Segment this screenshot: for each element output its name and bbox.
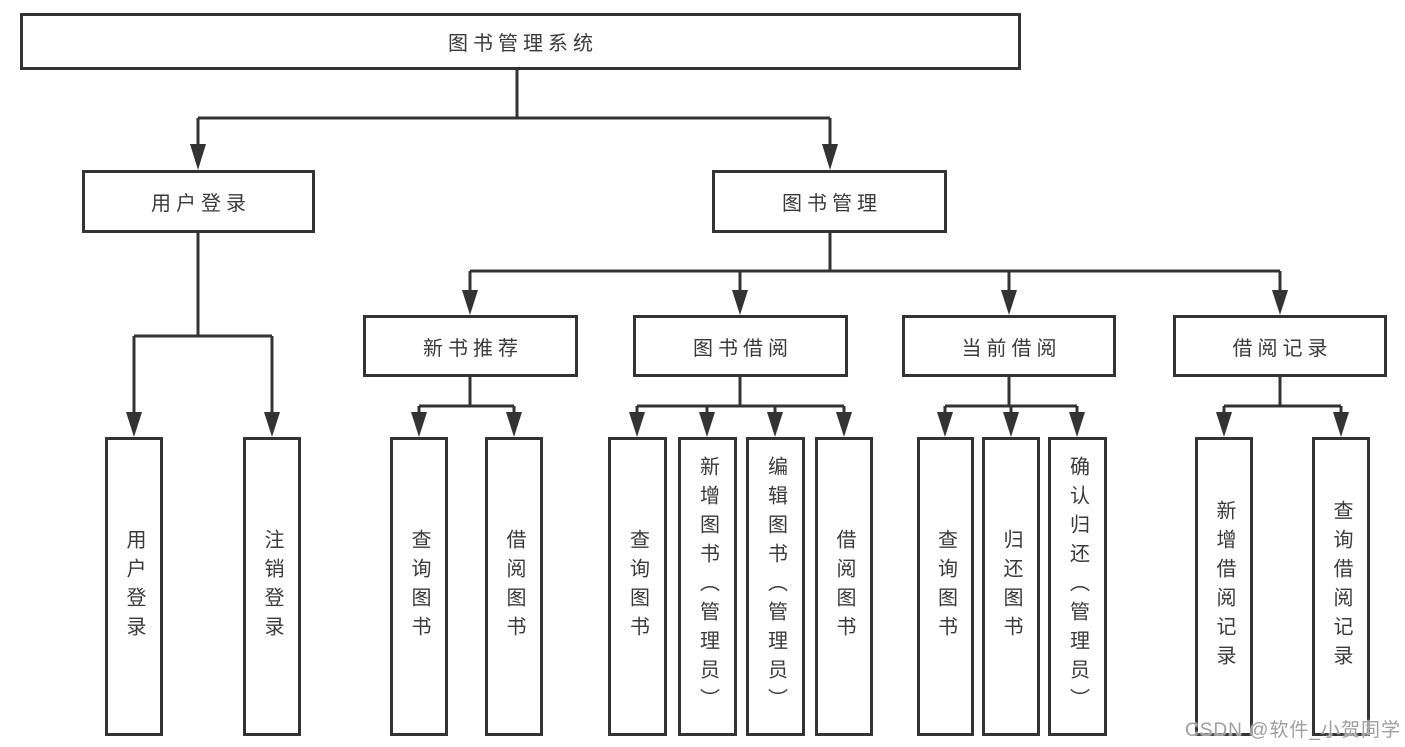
node-label: 图书管理系统 xyxy=(448,33,598,55)
leaf-query-borrow-record: 查询借阅记录 xyxy=(1312,437,1370,736)
node-borrow-records: 借阅记录 xyxy=(1173,315,1387,377)
node-label: 图书借阅 xyxy=(693,337,793,360)
node-label: 查询图书 xyxy=(934,528,957,645)
leaf-return-book: 归还图书 xyxy=(982,437,1040,736)
leaf-add-book-admin: 新增图书（管理员） xyxy=(678,437,737,736)
node-label: 查询图书 xyxy=(626,528,649,645)
node-label: 注销登录 xyxy=(261,528,283,645)
node-label: 确认归还（管理员） xyxy=(1066,456,1089,717)
node-library-management-system: 图书管理系统 xyxy=(20,13,1021,70)
node-label: 新增借阅记录 xyxy=(1213,499,1235,674)
leaf-query-books-recommend: 查询图书 xyxy=(390,437,448,736)
node-label: 用户登录 xyxy=(123,528,145,645)
node-label: 查询图书 xyxy=(408,528,430,645)
node-label: 新书推荐 xyxy=(423,337,523,360)
node-label: 编辑图书（管理员） xyxy=(764,456,787,717)
arrowhead-icons xyxy=(126,144,1349,437)
node-user-login: 用户登录 xyxy=(82,170,315,233)
leaf-borrow-books: 借阅图书 xyxy=(815,437,873,736)
node-label: 借阅记录 xyxy=(1232,337,1333,360)
node-label: 新增图书（管理员） xyxy=(696,456,719,717)
leaf-query-books-current: 查询图书 xyxy=(917,437,974,736)
node-label: 用户登录 xyxy=(151,193,251,215)
node-book-management: 图书管理 xyxy=(712,170,947,233)
node-label: 查询借阅记录 xyxy=(1330,499,1352,674)
leaf-query-books-borrow: 查询图书 xyxy=(608,437,667,736)
node-label: 借阅图书 xyxy=(833,528,855,645)
leaf-user-login: 用户登录 xyxy=(105,437,163,736)
node-new-book-recommend: 新书推荐 xyxy=(363,315,578,377)
leaf-confirm-return-admin: 确认归还（管理员） xyxy=(1048,437,1107,736)
csdn-watermark: CSDN @软件_小贺同学 xyxy=(1185,720,1401,741)
node-label: 图书管理 xyxy=(782,193,882,215)
leaf-edit-book-admin: 编辑图书（管理员） xyxy=(746,437,805,736)
leaf-logout: 注销登录 xyxy=(243,437,301,736)
node-current-borrow: 当前借阅 xyxy=(902,315,1116,377)
node-label: 归还图书 xyxy=(1000,528,1022,645)
node-label: 借阅图书 xyxy=(503,528,525,645)
node-book-borrow: 图书借阅 xyxy=(633,315,848,377)
leaf-borrow-books-recommend: 借阅图书 xyxy=(485,437,543,736)
node-label: 当前借阅 xyxy=(961,337,1062,360)
leaf-add-borrow-record: 新增借阅记录 xyxy=(1195,437,1253,736)
